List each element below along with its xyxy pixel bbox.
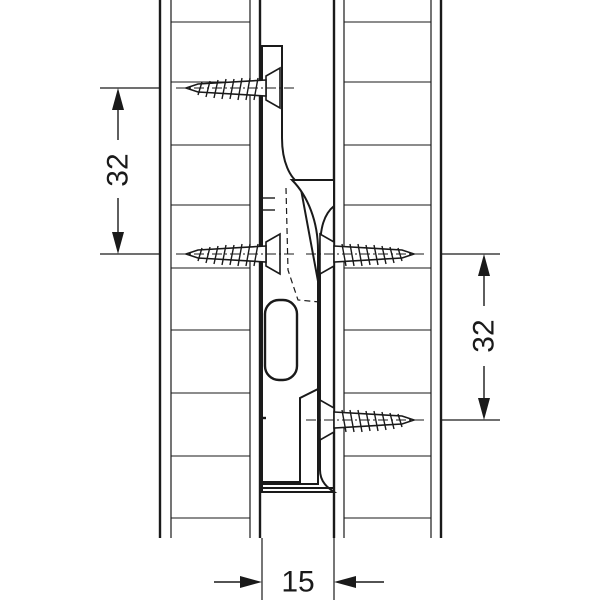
left-dimension-label: 32 xyxy=(102,153,135,186)
arrow-down-icon xyxy=(112,232,124,254)
arrow-left-icon xyxy=(334,576,356,588)
bottom-dimension-label: 15 xyxy=(281,566,314,599)
connector-slot xyxy=(263,298,299,382)
right-dimension xyxy=(441,253,500,421)
right-panel xyxy=(332,0,443,538)
screw-bottom-right xyxy=(319,398,417,442)
arrow-down-icon xyxy=(478,398,490,420)
arrow-up-icon xyxy=(478,254,490,276)
arrow-up-icon xyxy=(112,88,124,110)
right-dimension-label: 32 xyxy=(468,319,501,352)
arrow-right-icon xyxy=(240,576,262,588)
bottom-dimension xyxy=(214,538,384,600)
screw-centerlines xyxy=(176,87,424,421)
left-dimension xyxy=(100,87,160,255)
connector-right-half xyxy=(261,179,338,493)
left-panel-core-cells xyxy=(171,21,250,519)
right-panel-core-cells xyxy=(344,21,431,519)
